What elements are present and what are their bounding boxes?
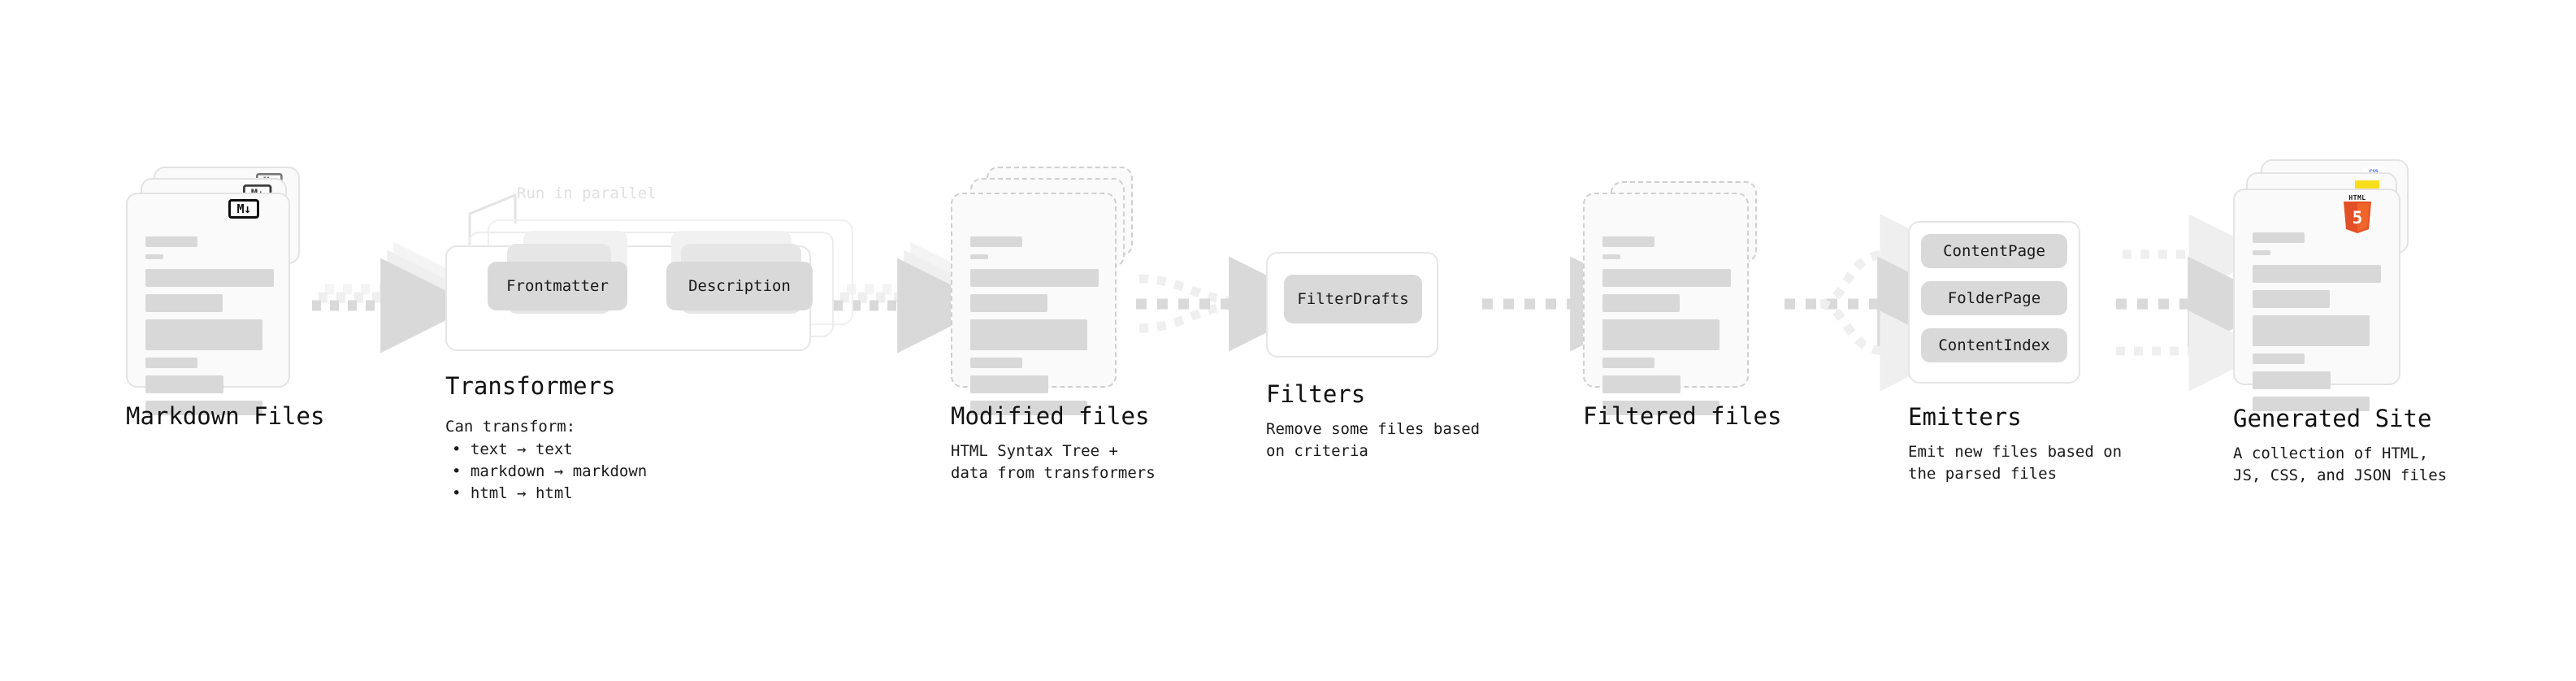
doc-line	[1602, 319, 1720, 350]
connector-modified-to-filters	[1136, 256, 1325, 352]
modified-files-caption: HTML Syntax Tree + data from transformer…	[951, 442, 1156, 482]
connector-filtered-to-emitters	[1785, 214, 1973, 392]
emitter-pill-contentpage-label: ContentPage	[1943, 242, 2045, 260]
stage-title-modified-files: Modified files	[951, 402, 1150, 430]
doc-line	[145, 401, 262, 415]
doc-line	[970, 294, 1047, 312]
transformers-bullet-list: • text → text • markdown → markdown • ht…	[452, 439, 647, 505]
modified-card-stack	[951, 167, 1138, 427]
transformers-bullet-2: • html → html	[452, 484, 573, 502]
emitter-pill-folderpage[interactable]: FolderPage	[1921, 281, 2067, 315]
markdown-icon-label: M↓	[236, 201, 251, 216]
stage-title-transformers: Transformers	[445, 372, 616, 400]
markdown-card-lines	[145, 236, 274, 415]
doc-line	[1602, 401, 1720, 415]
filter-pill-filterdrafts[interactable]: FilterDrafts	[1284, 275, 1422, 323]
markdown-icon: M↓	[228, 199, 259, 219]
stage-modified-files: Modified files HTML Syntax Tree + data f…	[951, 167, 1156, 482]
stage-title-markdown-files: Markdown Files	[126, 402, 325, 430]
doc-line	[970, 269, 1099, 287]
modified-card-front	[951, 193, 1117, 415]
doc-line	[2253, 250, 2270, 255]
site-card-front	[2233, 189, 2400, 411]
stage-title-generated-site: Generated Site	[2233, 405, 2432, 432]
transformer-pill-description-label: Description	[688, 277, 791, 295]
doc-line	[1602, 254, 1620, 259]
site-card-lines	[2253, 232, 2381, 411]
html5-icon-number: 5	[2353, 208, 2363, 228]
doc-line	[145, 254, 163, 259]
emitter-pill-contentindex-label: ContentIndex	[1938, 336, 2050, 354]
emitter-pill-contentpage[interactable]: ContentPage	[1921, 234, 2067, 268]
doc-line	[970, 401, 1087, 415]
doc-line	[1602, 294, 1680, 312]
stage-generated-site: CSS HTML	[2233, 159, 2447, 484]
doc-line	[2253, 232, 2305, 243]
modified-card-lines	[970, 236, 1099, 415]
doc-line	[1602, 358, 1654, 368]
doc-line	[145, 319, 262, 350]
doc-line	[1602, 236, 1654, 247]
connector-emitters-to-site	[2116, 214, 2283, 392]
connector-md-to-transformers	[312, 241, 489, 354]
filtered-card-front	[1583, 193, 1749, 415]
transformer-pill-description[interactable]: Description	[666, 262, 813, 310]
stage-markdown-files: M↓ M↓ M↓ M	[126, 167, 324, 430]
transformer-pill-frontmatter[interactable]: Frontmatter	[488, 262, 627, 310]
filtered-card-stack	[1583, 167, 1770, 427]
doc-line	[970, 254, 988, 259]
doc-line	[2253, 354, 2305, 364]
doc-line	[1602, 375, 1680, 393]
emitters-caption: Emit new files based on the parsed files	[1908, 443, 2123, 483]
emitter-pill-contentindex[interactable]: ContentIndex	[1921, 328, 2067, 362]
stage-title-filters: Filters	[1266, 380, 1366, 408]
transformers-bullet-1: • markdown → markdown	[452, 462, 648, 480]
css-icon-label: CSS	[2370, 170, 2379, 175]
markdown-card-front	[126, 193, 290, 415]
doc-line	[2253, 371, 2331, 389]
doc-line	[970, 236, 1022, 247]
doc-line	[970, 375, 1048, 393]
doc-line	[1602, 269, 1731, 287]
filter-pill-filterdrafts-label: FilterDrafts	[1297, 290, 1409, 308]
generated-site-caption: A collection of HTML, JS, CSS, and JSON …	[2233, 445, 2448, 484]
doc-line	[145, 269, 274, 287]
filtered-card-lines	[1602, 236, 1731, 415]
doc-line	[970, 319, 1087, 350]
doc-line	[145, 236, 197, 247]
transformers-bullet-0: • text → text	[452, 440, 573, 458]
filters-caption: Remove some files based on criteria	[1266, 420, 1481, 460]
stage-title-emitters: Emitters	[1908, 403, 2022, 431]
emitter-pill-folderpage-label: FolderPage	[1947, 289, 2041, 307]
html5-icon-wordmark: HTML	[2348, 194, 2366, 202]
html5-icon: HTML 5	[2340, 195, 2374, 234]
run-in-parallel-label: Run in parallel	[517, 184, 657, 202]
doc-line	[2253, 265, 2381, 283]
transformer-pill-frontmatter-label: Frontmatter	[506, 277, 609, 295]
html5-icon-shield: 5	[2344, 202, 2371, 233]
doc-line	[2253, 315, 2370, 346]
stage-filtered-files: Filtered files	[1583, 167, 1781, 430]
doc-line	[145, 294, 223, 312]
doc-line	[145, 375, 223, 393]
doc-line	[2253, 290, 2330, 308]
markdown-card-stack: M↓ M↓ M↓	[126, 167, 313, 427]
transformers-caption: Can transform:	[445, 418, 576, 436]
doc-line	[970, 358, 1022, 368]
doc-line	[2253, 397, 2370, 411]
doc-line	[145, 358, 197, 368]
site-card-stack: CSS HTML	[2233, 159, 2428, 419]
stage-title-filtered-files: Filtered files	[1583, 402, 1782, 430]
